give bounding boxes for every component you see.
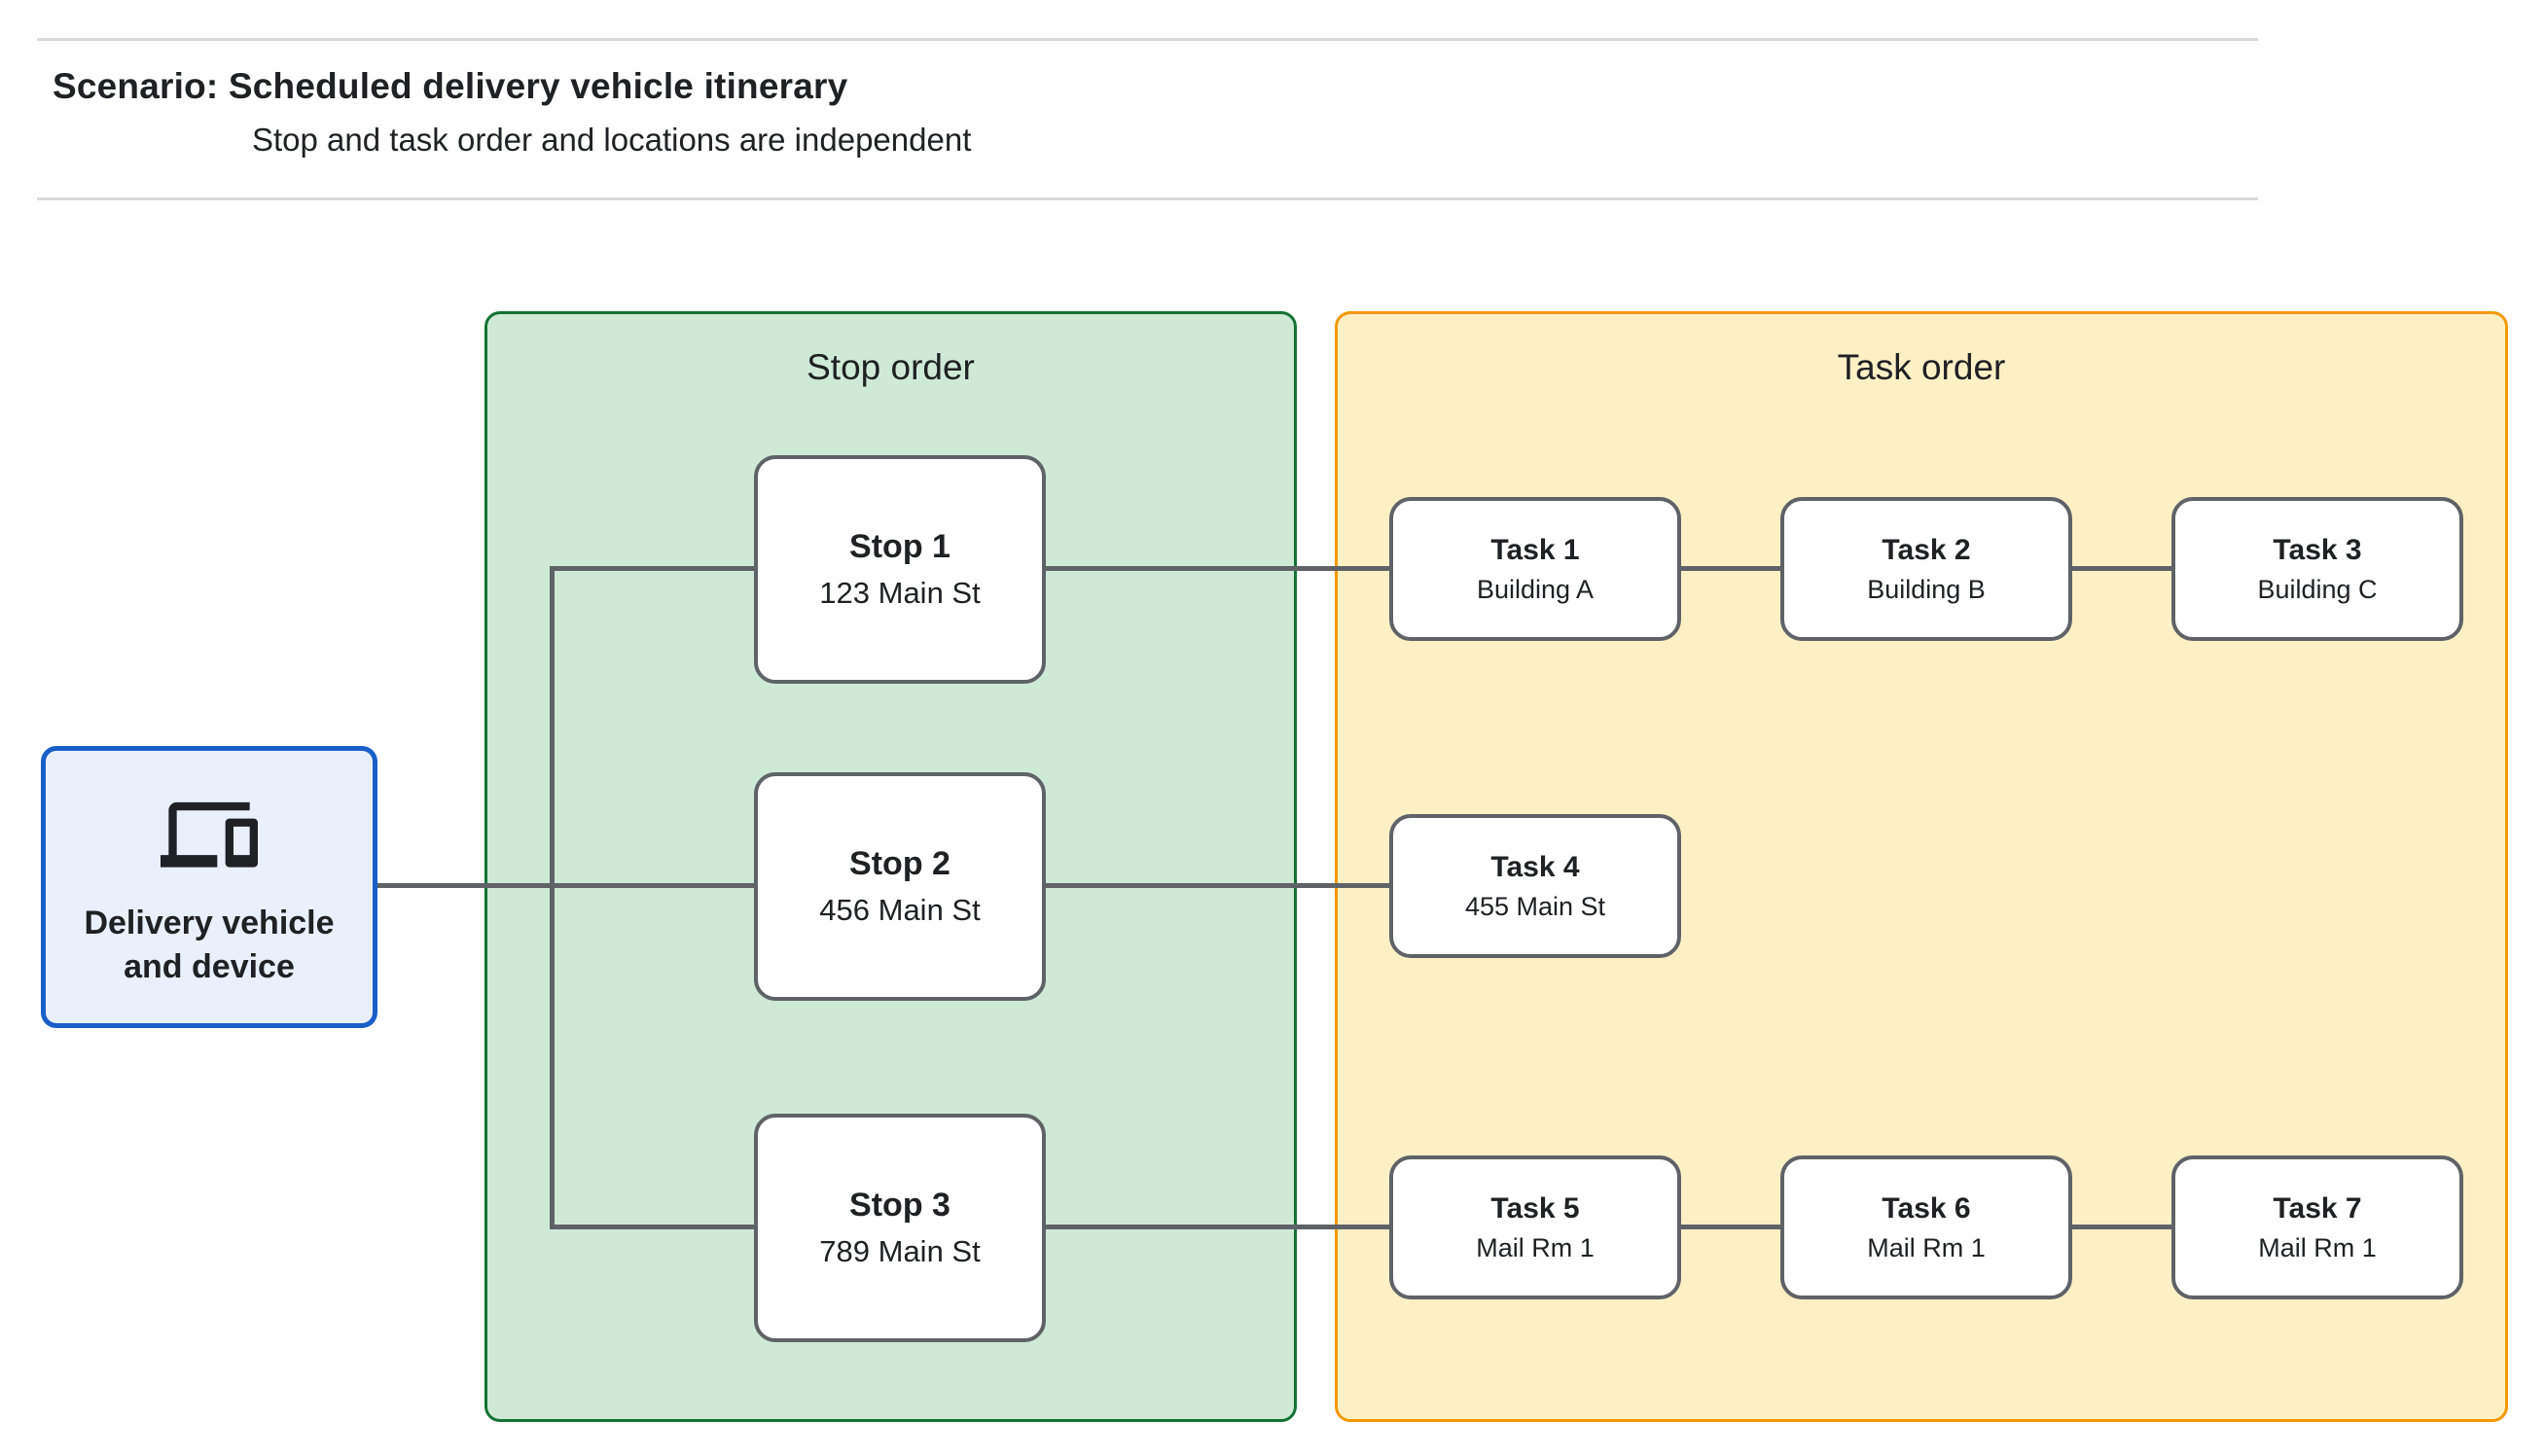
- stop-3-node: Stop 3 789 Main St: [754, 1114, 1046, 1342]
- task-7-title: Task 7: [2273, 1191, 2362, 1225]
- connector-trunk-to-stop1: [550, 566, 754, 571]
- task-7-node: Task 7 Mail Rm 1: [2171, 1155, 2463, 1299]
- connector-trunk-to-stop3: [550, 1225, 754, 1229]
- top-divider-line: [37, 38, 2258, 41]
- task-1-location: Building A: [1476, 574, 1595, 604]
- connector-task1-to-task2: [1681, 566, 1780, 571]
- task-5-location: Mail Rm 1: [1476, 1232, 1595, 1262]
- connector-device-to-stop2: [376, 883, 754, 888]
- task-6-location: Mail Rm 1: [1867, 1232, 1986, 1262]
- delivery-vehicle-node: Delivery vehicle and device: [41, 746, 377, 1028]
- task-2-location: Building B: [1867, 574, 1986, 604]
- stop-2-address: 456 Main St: [819, 893, 981, 927]
- task-7-location: Mail Rm 1: [2258, 1232, 2377, 1262]
- task-4-location: 455 Main St: [1464, 891, 1606, 921]
- devices-icon: [161, 786, 258, 876]
- header-divider-line: [37, 197, 2258, 200]
- task-3-node: Task 3 Building C: [2171, 497, 2463, 641]
- task-5-node: Task 5 Mail Rm 1: [1389, 1155, 1681, 1299]
- connector-task5-to-task6: [1681, 1225, 1780, 1229]
- connector-stop3-to-task5: [1046, 1225, 1389, 1229]
- stop-2-title: Stop 2: [849, 845, 950, 882]
- task-1-node: Task 1 Building A: [1389, 497, 1681, 641]
- stop-3-title: Stop 3: [849, 1187, 950, 1224]
- connector-task2-to-task3: [2072, 566, 2171, 571]
- stop-1-address: 123 Main St: [819, 576, 981, 610]
- task-6-title: Task 6: [1882, 1191, 1971, 1225]
- stop-order-panel-title: Stop order: [807, 347, 975, 387]
- task-3-location: Building C: [2257, 574, 2378, 604]
- task-4-node: Task 4 455 Main St: [1389, 814, 1681, 958]
- stop-2-node: Stop 2 456 Main St: [754, 772, 1046, 1001]
- task-2-node: Task 2 Building B: [1780, 497, 2072, 641]
- delivery-vehicle-label-line1: Delivery vehicle: [84, 904, 335, 941]
- task-6-node: Task 6 Mail Rm 1: [1780, 1155, 2072, 1299]
- task-4-title: Task 4: [1490, 850, 1580, 883]
- page-subtitle: Stop and task order and locations are in…: [252, 122, 972, 158]
- connector-task6-to-task7: [2072, 1225, 2171, 1229]
- task-1-title: Task 1: [1490, 533, 1580, 566]
- stop-1-node: Stop 1 123 Main St: [754, 455, 1046, 684]
- connector-stop1-to-task1: [1046, 566, 1389, 571]
- task-order-panel-title: Task order: [1837, 347, 2006, 387]
- delivery-vehicle-label-line2: and device: [124, 947, 295, 985]
- task-5-title: Task 5: [1490, 1191, 1580, 1225]
- connector-stop2-to-task4: [1046, 883, 1389, 888]
- task-3-title: Task 3: [2273, 533, 2362, 566]
- page-title: Scenario: Scheduled delivery vehicle iti…: [53, 66, 848, 106]
- connector-trunk-vertical: [550, 566, 555, 1229]
- stop-3-address: 789 Main St: [819, 1234, 981, 1268]
- stop-1-title: Stop 1: [849, 528, 950, 565]
- task-2-title: Task 2: [1882, 533, 1971, 566]
